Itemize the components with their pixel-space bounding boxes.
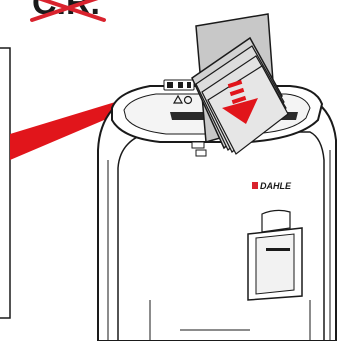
- callout-frame: [0, 48, 10, 318]
- status-led: [178, 82, 183, 88]
- brand-label: DAHLE: [260, 181, 292, 191]
- crossed-out-mark: C.R.: [32, 0, 104, 22]
- forward-button: [196, 150, 206, 156]
- status-led: [187, 82, 191, 88]
- status-led: [167, 82, 173, 88]
- handle-icon: [262, 210, 290, 232]
- brand-mark: [252, 182, 258, 189]
- reverse-button: [192, 142, 204, 148]
